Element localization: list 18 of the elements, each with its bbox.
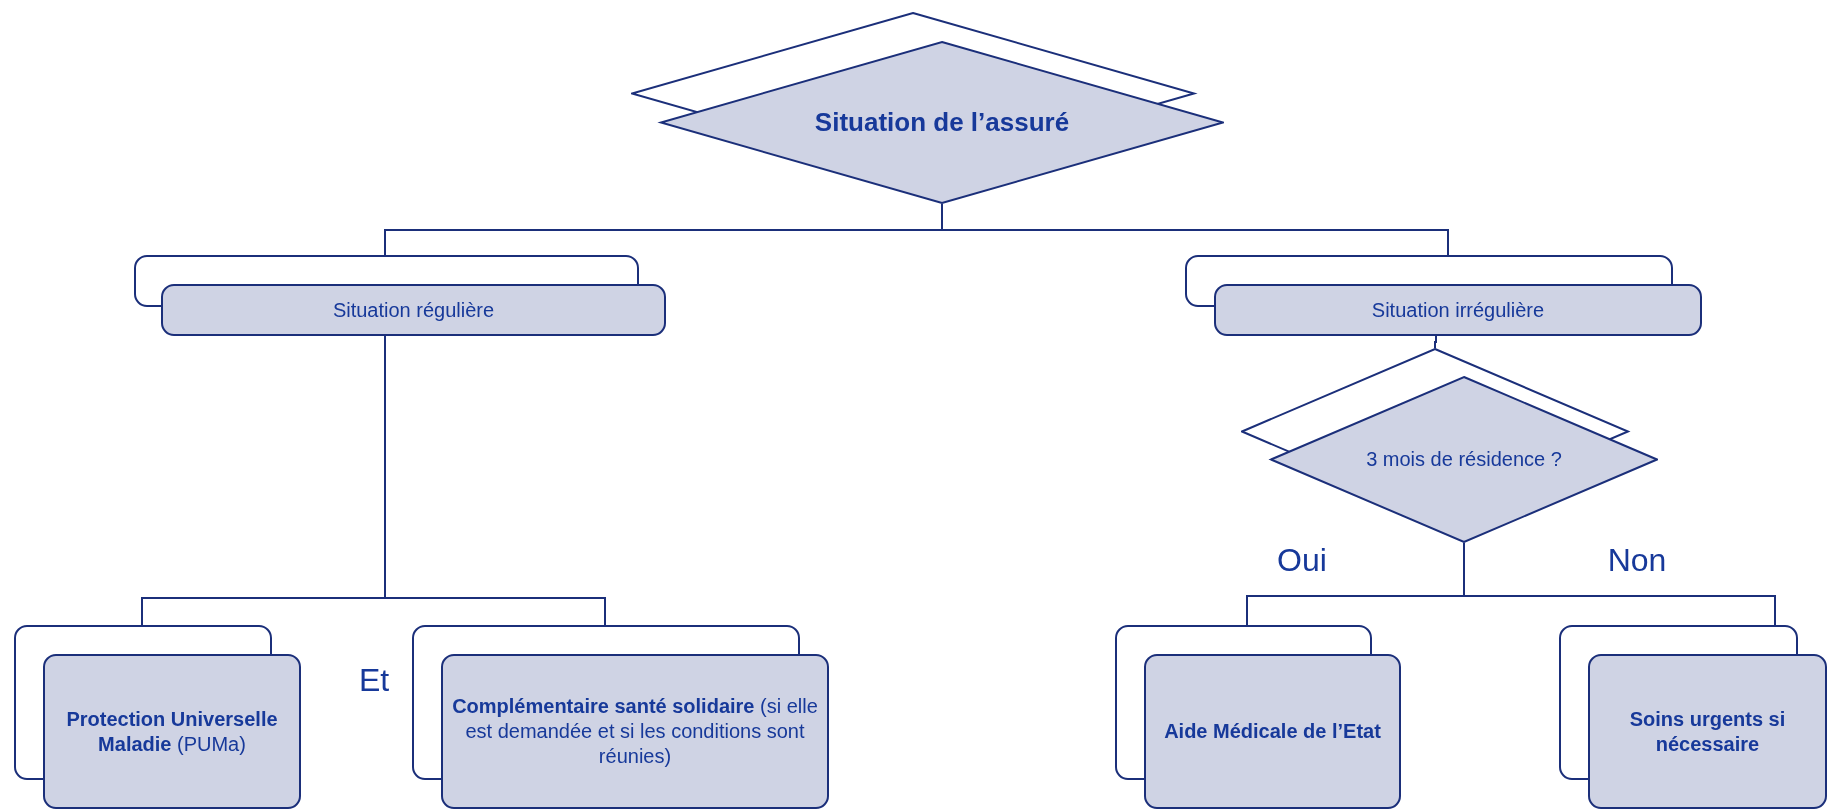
node-text: 3 mois de résidence ? — [1366, 447, 1562, 472]
node-text: Aide Médicale de l’Etat — [1164, 719, 1381, 744]
node-text: Situation de l’assuré — [814, 106, 1070, 139]
node-text: Situation régulière — [332, 297, 495, 323]
node-text: Situation irrégulière — [1371, 297, 1545, 323]
conjunction-label: Et — [358, 664, 390, 696]
node-text: Protection Universelle Maladie (PUMa) — [65, 706, 279, 757]
process-box — [134, 255, 666, 336]
node-text: Soins urgents si nécessaire — [1628, 706, 1787, 757]
process-box — [14, 625, 301, 809]
decision-diamond — [1241, 348, 1658, 543]
process-box — [1559, 625, 1827, 809]
process-box — [1185, 255, 1702, 336]
connector-line — [1434, 335, 1437, 349]
process-box — [1115, 625, 1401, 809]
decision-diamond — [631, 12, 1224, 204]
node-text: Complémentaire santé solidaire (si elle est demandée et si les conditions sont réunies) — [451, 694, 819, 769]
process-box — [412, 625, 829, 809]
